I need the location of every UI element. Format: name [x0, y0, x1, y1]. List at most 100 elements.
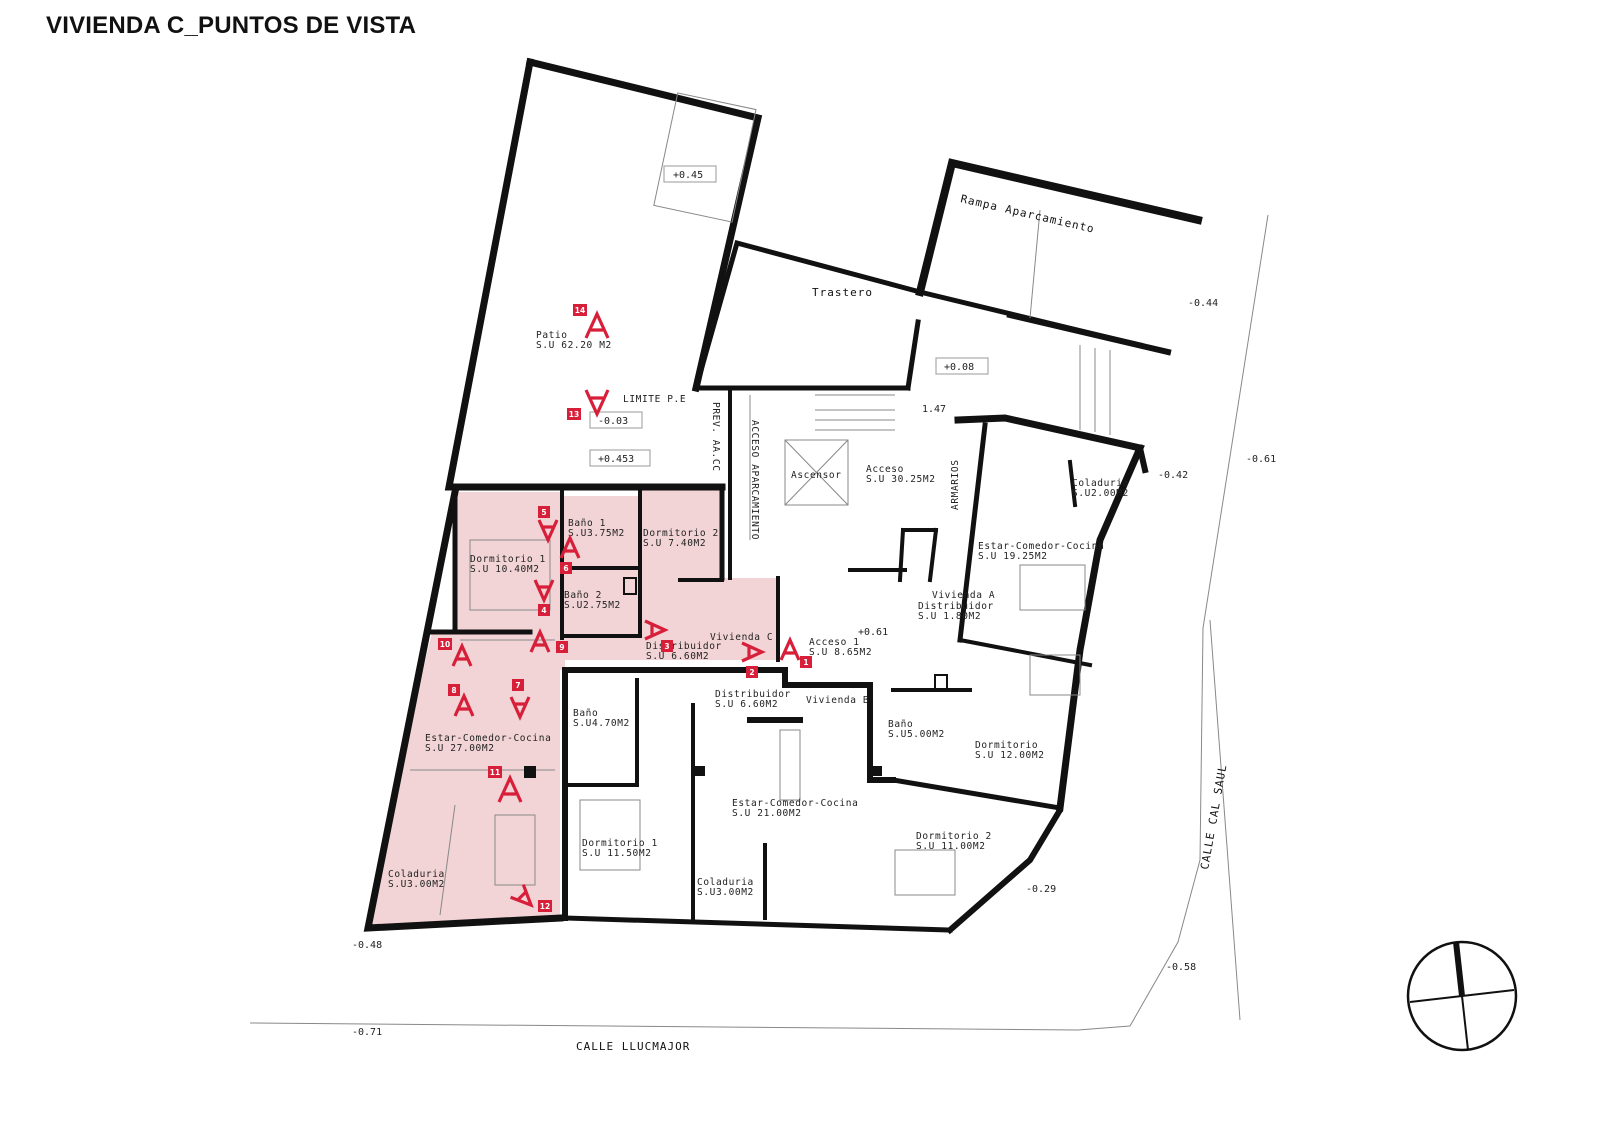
- label-dorm2-a: Dormitorio 2: [916, 831, 992, 842]
- label-acceso-area: S.U 30.25M2: [866, 474, 936, 485]
- street-bottom: CALLE LLUCMAJOR: [576, 1040, 690, 1053]
- label-bano-a-area: S.U5.00M2: [888, 729, 945, 740]
- viewpoint-3: 3: [644, 619, 673, 652]
- level-bottom-left: -0.48: [352, 940, 382, 951]
- viewpoint-12: 12: [509, 883, 552, 912]
- label-trastero: Trastero: [812, 286, 873, 299]
- label-estar-a: Estar-Comedor-Cocina: [978, 541, 1104, 552]
- label-dorm-a: Dormitorio: [975, 740, 1038, 751]
- label-coladuria-c: Coladuria: [388, 869, 445, 880]
- viewpoint-8: 8: [448, 684, 475, 717]
- svg-text:12: 12: [540, 902, 550, 911]
- label-coladuria-b-area: S.U3.00M2: [697, 887, 754, 898]
- label-acceso1-area: S.U 8.65M2: [809, 647, 872, 658]
- label-distribuidor-b: Distribuidor: [715, 689, 791, 700]
- svg-text:6: 6: [563, 564, 568, 573]
- label-estar-b: Estar-Comedor-Cocina: [732, 798, 858, 809]
- svg-text:10: 10: [440, 640, 450, 649]
- label-estar-b-area: S.U 21.00M2: [732, 808, 802, 819]
- svg-text:4: 4: [541, 606, 546, 615]
- level-bottom-right: -0.58: [1166, 962, 1196, 973]
- label-estar-c: Estar-Comedor-Cocina: [425, 733, 551, 744]
- north-arrow-icon: [1406, 940, 1518, 1052]
- label-dorm2-c-area: S.U 7.40M2: [643, 538, 706, 549]
- label-bano2-area: S.U2.75M2: [564, 600, 621, 611]
- page-title: VIVIENDA C_PUNTOS DE VISTA: [46, 12, 417, 39]
- walls: [363, 57, 1203, 935]
- level-entry: +0.453: [598, 454, 634, 465]
- fixtures: [524, 577, 948, 778]
- svg-text:14: 14: [575, 306, 585, 315]
- viewpoint-1: 1: [779, 636, 812, 668]
- label-dorm-a-area: S.U 12.00M2: [975, 750, 1045, 761]
- label-bano-b-area: S.U4.70M2: [573, 718, 630, 729]
- viewpoint-10: 10: [438, 638, 473, 667]
- viewpoint-6: 6: [559, 534, 581, 574]
- svg-text:13: 13: [569, 410, 579, 419]
- viewpoint-9: 9: [529, 628, 568, 653]
- level-mid: +0.08: [944, 362, 974, 373]
- label-vivienda-b: Vivienda B: [806, 695, 869, 706]
- label-dorm1-c: Dormitorio 1: [470, 554, 546, 565]
- viewpoint-4: 4: [533, 579, 555, 616]
- label-acceso1: Acceso 1: [809, 637, 860, 648]
- label-limite: LIMITE P.E: [623, 394, 686, 405]
- label-bano-a: Baño: [888, 719, 913, 730]
- label-patio-area: S.U 62.20 M2: [536, 340, 612, 351]
- label-coladuria-b: Coladuria: [697, 877, 754, 888]
- svg-text:1: 1: [803, 658, 808, 667]
- viewpoint-7: 7: [509, 679, 531, 721]
- svg-text:3: 3: [664, 642, 669, 651]
- label-patio: Patio: [536, 330, 568, 341]
- svg-text:11: 11: [490, 768, 500, 777]
- level-street: -0.71: [352, 1027, 382, 1038]
- level-acceso: +0.61: [858, 627, 888, 638]
- label-vivienda-c: Vivienda C: [710, 632, 773, 643]
- viewpoint-2: 2: [741, 641, 766, 678]
- label-dorm1-b: Dormitorio 1: [582, 838, 658, 849]
- svg-text:7: 7: [515, 681, 520, 690]
- viewpoint-11: 11: [488, 766, 523, 803]
- label-distribuidor-b-area: S.U 6.60M2: [715, 699, 778, 710]
- label-bano1: Baño 1: [568, 518, 606, 529]
- level-patio-top: +0.45: [673, 170, 703, 181]
- label-ascensor: Ascensor: [791, 470, 842, 481]
- label-bano2: Baño 2: [564, 590, 602, 601]
- label-estar-c-area: S.U 27.00M2: [425, 743, 495, 754]
- level-corner: -0.29: [1026, 884, 1056, 895]
- viewpoint-5: 5: [537, 506, 559, 544]
- label-rampa: Rampa Aparcamiento: [959, 192, 1096, 236]
- viewpoint-14: 14: [573, 304, 610, 339]
- level-patio-bottom: -0.03: [598, 416, 628, 427]
- label-distribuidor-c: Distribuidor: [646, 641, 722, 652]
- level-markers: +0.45 -0.03 +0.453 +0.08 1.47 -0.44 -0.4…: [352, 165, 1276, 1038]
- label-coladuria-a: Coladuria: [1072, 478, 1129, 489]
- label-dorm2-a-area: S.U 11.00M2: [916, 841, 986, 852]
- label-bano1-area: S.U3.75M2: [568, 528, 625, 539]
- viewpoint-13: 13: [567, 389, 610, 420]
- label-estar-a-area: S.U 19.25M2: [978, 551, 1048, 562]
- label-coladuria-c-area: S.U3.00M2: [388, 879, 445, 890]
- svg-text:8: 8: [451, 686, 456, 695]
- label-coladuria-a-area: S.U2.00M2: [1072, 488, 1129, 499]
- site-context: [249, 214, 1269, 1031]
- svg-text:9: 9: [559, 643, 564, 652]
- label-bano-b: Baño: [573, 708, 598, 719]
- level-right-top: -0.44: [1188, 298, 1218, 309]
- label-dorm1-c-area: S.U 10.40M2: [470, 564, 540, 575]
- level-stair: 1.47: [922, 404, 946, 415]
- label-prev: PREV. AA.CC: [710, 402, 721, 472]
- svg-text:2: 2: [749, 668, 754, 677]
- level-right-mid: -0.42: [1158, 470, 1188, 481]
- label-dorm1-b-area: S.U 11.50M2: [582, 848, 652, 859]
- level-far-right: -0.61: [1246, 454, 1276, 465]
- label-acceso: Acceso: [866, 464, 904, 475]
- label-vivienda-a: Vivienda A: [932, 590, 995, 601]
- label-acceso-aparcamiento: ACCESO APARCAMIENTO: [749, 420, 760, 540]
- label-distribuidor-a-area: S.U 1.80M2: [918, 611, 981, 622]
- label-distribuidor-c-area: S.U 6.60M2: [646, 651, 709, 662]
- detail-lines: [410, 92, 1111, 916]
- label-dorm2-c: Dormitorio 2: [643, 528, 719, 539]
- label-distribuidor-a: Distribuidor: [918, 601, 994, 612]
